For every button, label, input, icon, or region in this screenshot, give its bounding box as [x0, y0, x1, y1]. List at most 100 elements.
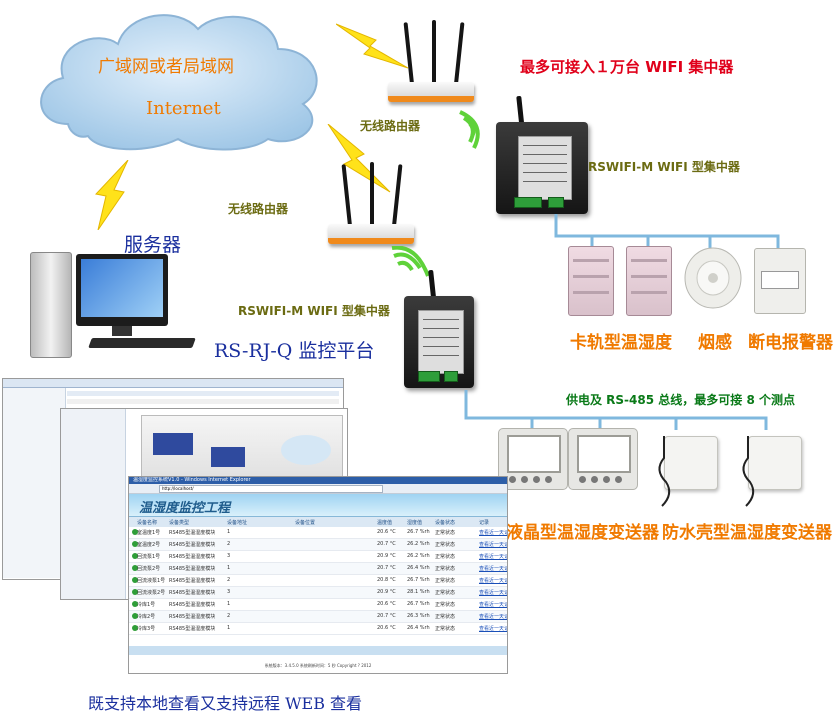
wifi-signal-icon	[459, 110, 480, 149]
status-dot-icon	[132, 553, 138, 559]
power-alarm-device	[754, 248, 806, 314]
record-link[interactable]: 查看近一天记录	[479, 554, 507, 560]
table-cell: 26.7 %rh	[407, 529, 430, 535]
smoke-detector-icon	[684, 247, 742, 309]
wan-label: 广域网或者局域网	[98, 57, 234, 77]
main-web-window: 温湿度监控系统V1.0 - Windows Internet Explorer …	[128, 476, 508, 674]
project-title: 温湿度监控工程	[139, 501, 231, 516]
table-cell: 正常状态	[435, 542, 456, 548]
column-header: 湿度值	[407, 520, 423, 526]
wireless-router-1	[388, 20, 474, 110]
address-bar[interactable]: http://localhost/	[159, 485, 383, 493]
table-cell: 20.7 °C	[377, 565, 396, 571]
waterproof-sensor-1	[664, 436, 718, 490]
rail-sensor-label: 卡轨型温湿度	[570, 333, 672, 353]
bus-note: 供电及 RS-485 总线，最多可接 8 个测点	[566, 393, 795, 407]
table-cell: 20.6 °C	[377, 625, 396, 631]
table-cell: RS485型温湿度模块	[169, 554, 216, 560]
column-header: 设备位置	[295, 520, 316, 526]
record-link[interactable]: 查看近一天记录	[479, 602, 507, 608]
table-cell: RS485型温湿度模块	[169, 566, 216, 572]
table-cell: 正常状态	[435, 590, 456, 596]
table-cell: 正常状态	[435, 530, 456, 536]
table-cell: 26.2 %rh	[407, 553, 430, 559]
record-link[interactable]: 查看近一天记录	[479, 590, 507, 596]
table-cell: RS485型温湿度模块	[169, 590, 216, 596]
table-cell: 20.8 °C	[377, 577, 396, 583]
status-dot-icon	[132, 589, 138, 595]
column-header: 记录	[479, 520, 490, 526]
status-dot-icon	[132, 601, 138, 607]
power-alarm-label: 断电报警器	[748, 333, 833, 353]
table-cell: 回流液泵2号	[137, 590, 166, 596]
table-header: 设备名称设备类型设备地址设备位置温度值湿度值设备状态记录	[129, 517, 507, 527]
lcd-sensor-1	[498, 428, 568, 490]
table-cell: RS485型温湿度模块	[169, 542, 216, 548]
column-header: 设备名称	[137, 520, 158, 526]
table-cell: 2	[227, 613, 231, 619]
column-header: 设备状态	[435, 520, 456, 526]
table-cell: 室温度2号	[137, 542, 161, 548]
table-cell: 正常状态	[435, 566, 456, 572]
max-hubs-label: 最多可接入１万台 WIFI 集中器	[520, 58, 734, 76]
table-cell: 3	[227, 553, 231, 559]
status-dot-icon	[132, 541, 138, 547]
table-cell: 冷库2号	[137, 614, 156, 620]
table-cell: 3	[227, 589, 231, 595]
table-cell: 2	[227, 541, 231, 547]
table-cell: 1	[227, 625, 231, 631]
hub-2-label: RSWIFI-M WIFI 型集中器	[238, 304, 390, 318]
wifi-hub-1	[496, 95, 588, 216]
record-link[interactable]: 查看近一天记录	[479, 578, 507, 584]
internet-cloud	[40, 14, 318, 151]
table-cell: 2	[227, 577, 231, 583]
column-header: 设备地址	[227, 520, 248, 526]
record-link[interactable]: 查看近一天记录	[479, 626, 507, 632]
table-cell: 冷库3号	[137, 626, 156, 632]
table-cell: 1	[227, 565, 231, 571]
wifi-hub-2	[404, 269, 474, 390]
server-label: 服务器	[124, 234, 182, 256]
table-cell: 20.6 °C	[377, 601, 396, 607]
record-link[interactable]: 查看近一天记录	[479, 530, 507, 536]
smoke-label: 烟感	[698, 333, 732, 353]
table-cell: 26.3 %rh	[407, 613, 430, 619]
platform-label: RS-RJ-Q 监控平台	[214, 340, 375, 362]
router-1-label: 无线路由器	[360, 119, 421, 133]
record-link[interactable]: 查看近一天记录	[479, 614, 507, 620]
waterproof-sensor-label: 防水壳型温湿度变送器	[662, 523, 832, 543]
table-cell: 正常状态	[435, 578, 456, 584]
table-cell: RS485型温湿度模块	[169, 578, 216, 584]
table-cell: 1	[227, 529, 231, 535]
table-cell: 正常状态	[435, 554, 456, 560]
rail-sensor-1	[568, 246, 614, 316]
status-dot-icon	[132, 613, 138, 619]
table-cell: 回流液泵1号	[137, 578, 166, 584]
table-cell: RS485型温湿度模块	[169, 602, 216, 608]
lcd-sensor-label: 液晶型温湿度变送器	[506, 523, 659, 543]
status-footer: 系统版本：3.4.5.0 系统刷新时间：5 秒 Copyright ? 2012	[264, 663, 372, 668]
window-title-bar: 温湿度监控系统V1.0 - Windows Internet Explorer	[129, 477, 507, 484]
table-cell: 回流泵1号	[137, 554, 161, 560]
table-cell: 28.1 %rh	[407, 589, 430, 595]
status-dot-icon	[132, 565, 138, 571]
table-cell: RS485型温湿度模块	[169, 614, 216, 620]
record-link[interactable]: 查看近一天记录	[479, 542, 507, 548]
table-cell: RS485型温湿度模块	[169, 626, 216, 632]
internet-label: Internet	[146, 98, 221, 119]
lightning-bolt-icon	[95, 160, 129, 230]
record-link[interactable]: 查看近一天记录	[479, 566, 507, 572]
server-pc	[30, 252, 200, 362]
table-cell: 20.7 °C	[377, 541, 396, 547]
lcd-sensor-2	[568, 428, 638, 490]
